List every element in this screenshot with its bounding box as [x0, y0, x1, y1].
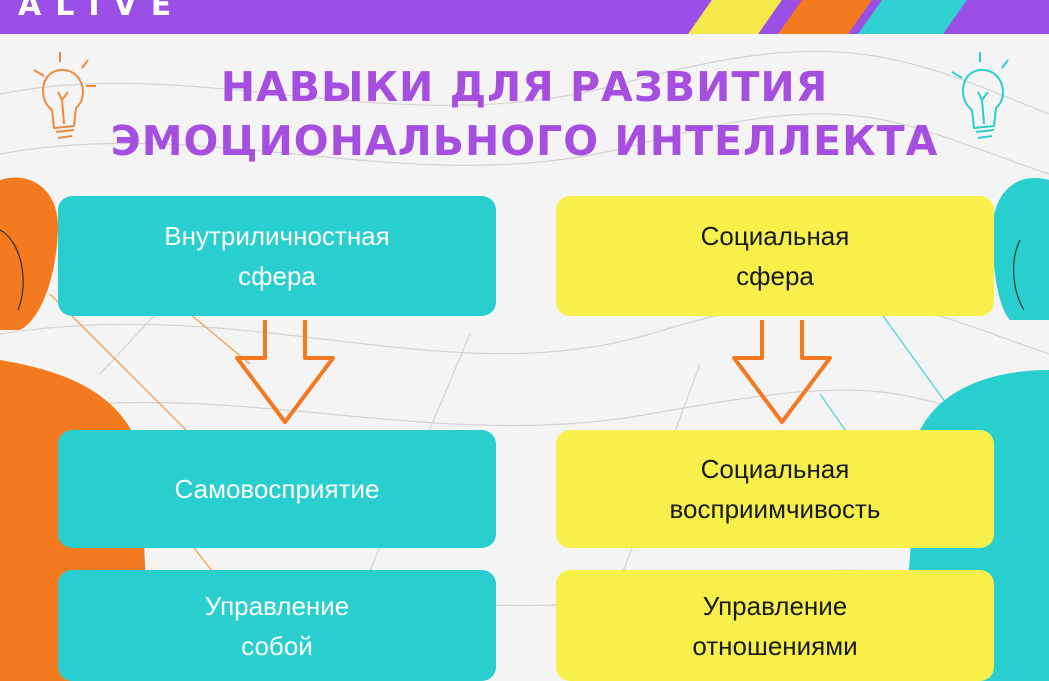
down-arrow-icon-left	[225, 318, 345, 428]
page-title: НАВЫКИ ДЛЯ РАЗВИТИЯ ЭМОЦИОНАЛЬНОГО ИНТЕЛ…	[0, 60, 1049, 168]
title-line-2: ЭМОЦИОНАЛЬНОГО ИНТЕЛЛЕКТА	[0, 114, 1049, 168]
card-self-management: Управление собой	[58, 570, 496, 681]
top-bar: ALIVE	[0, 0, 1049, 34]
card-social-awareness: Социальная восприимчивость	[556, 430, 994, 548]
brand-logo: ALIVE	[18, 0, 185, 23]
card-relationship-management: Управление отношениями	[556, 570, 994, 681]
orange-stripe	[778, 0, 872, 34]
card-intrapersonal-sphere: Внутриличностная сфера	[58, 196, 496, 316]
title-line-1: НАВЫКИ ДЛЯ РАЗВИТИЯ	[0, 60, 1049, 114]
card-self-perception: Самовосприятие	[58, 430, 496, 548]
down-arrow-icon-right	[722, 318, 842, 428]
card-social-sphere: Социальная сфера	[556, 196, 994, 316]
yellow-stripe	[688, 0, 782, 34]
